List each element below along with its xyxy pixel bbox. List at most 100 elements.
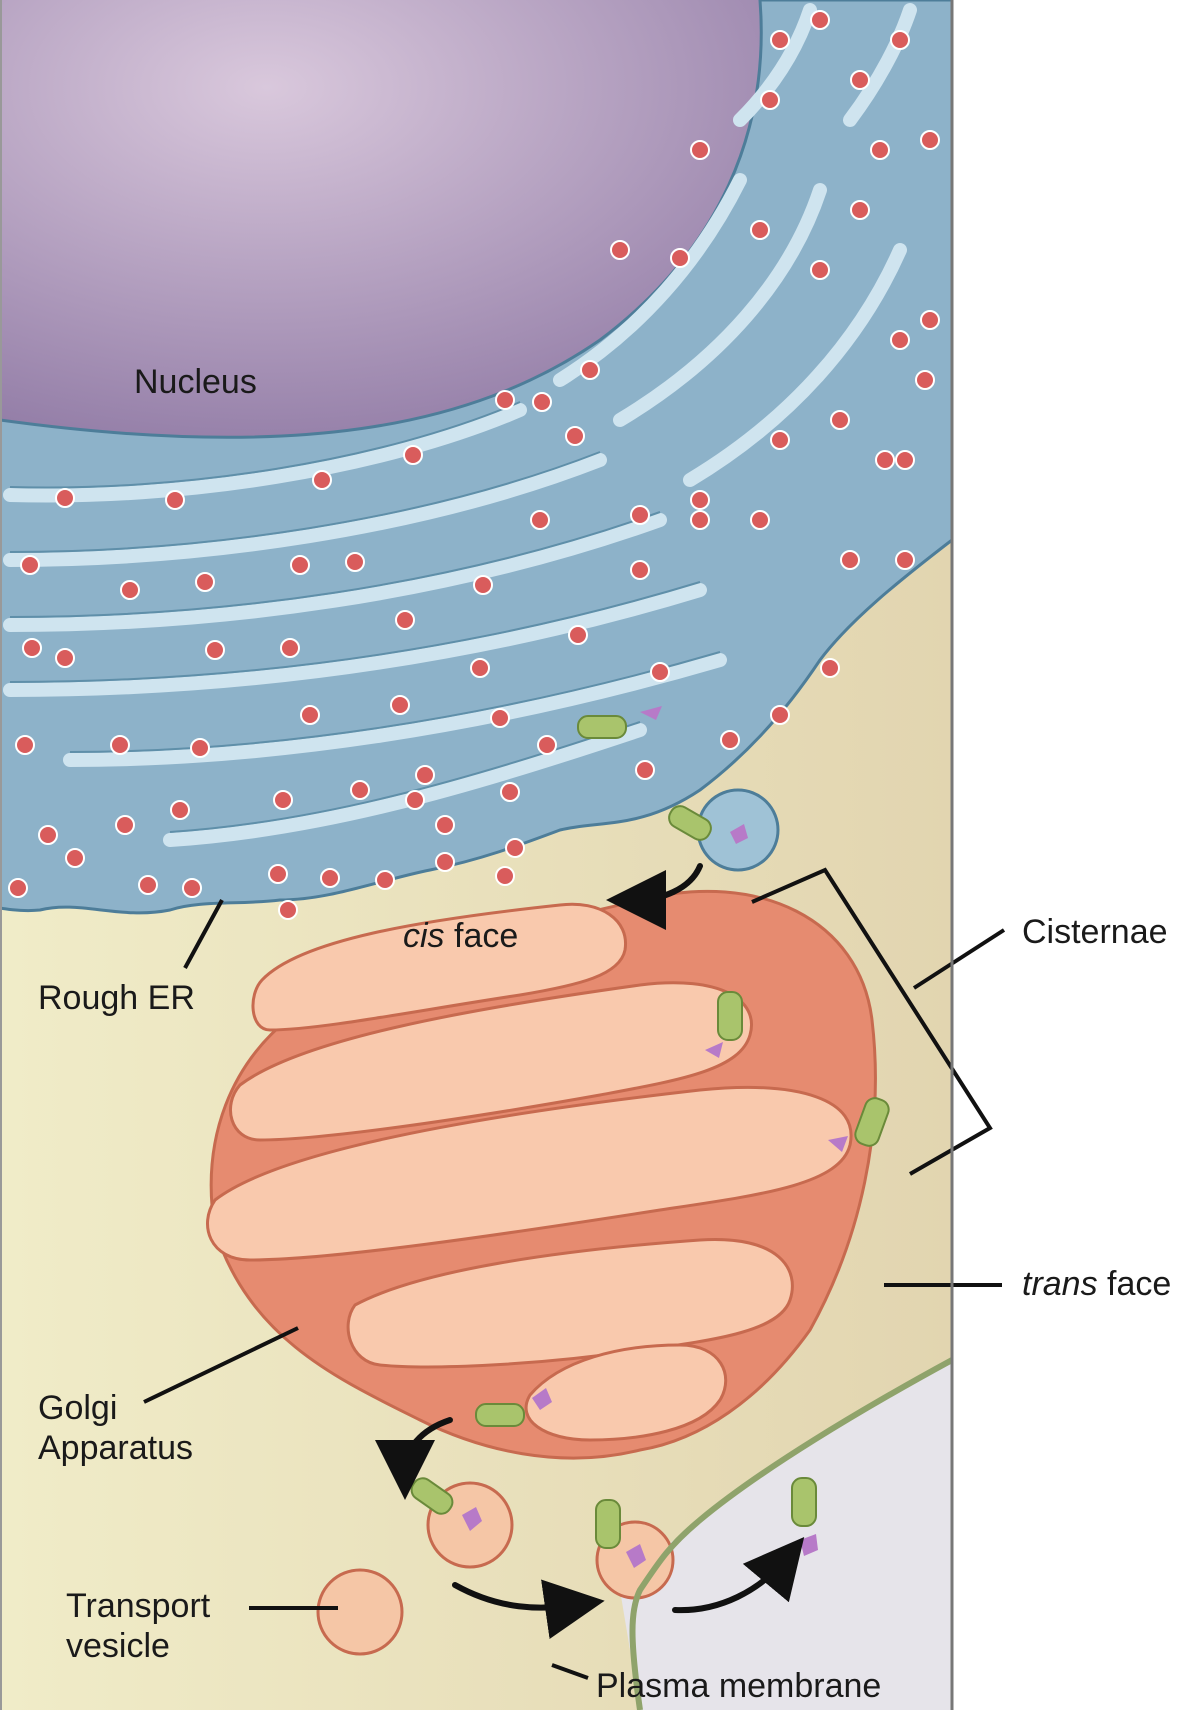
ribosome <box>890 30 910 50</box>
ribosome <box>495 390 515 410</box>
ribosome <box>610 240 630 260</box>
ribosome <box>760 90 780 110</box>
ribosome <box>415 765 435 785</box>
er-cisternae-outline <box>9 401 721 833</box>
cisternae-leader <box>912 928 1006 990</box>
ribosome <box>915 370 935 390</box>
protein <box>595 1499 621 1549</box>
ribosome <box>580 360 600 380</box>
ribosome <box>470 658 490 678</box>
cis-rest: face <box>444 917 519 955</box>
ribosome <box>840 550 860 570</box>
ribosome <box>120 580 140 600</box>
ribosome <box>565 426 585 446</box>
ribosome <box>205 640 225 660</box>
ribosome <box>345 552 365 572</box>
ribosome <box>190 738 210 758</box>
ribosome <box>568 625 588 645</box>
glycans <box>462 706 848 1568</box>
ribosome <box>182 878 202 898</box>
cisternae-bracket <box>751 867 993 1176</box>
ribosome <box>820 658 840 678</box>
ribosome <box>630 560 650 580</box>
protein <box>791 1477 817 1527</box>
protein <box>668 805 712 841</box>
transport-line1: Transport <box>66 1587 211 1625</box>
ribosome <box>268 864 288 884</box>
ribosome <box>138 875 158 895</box>
rough-er-leader <box>183 899 224 969</box>
ribosome <box>850 70 870 90</box>
ribosome <box>312 470 332 490</box>
ribosome <box>895 550 915 570</box>
ribosome <box>280 638 300 658</box>
trans-face-label: trans face <box>1022 1264 1171 1304</box>
ribosome <box>395 610 415 630</box>
leader-lines <box>143 867 1006 1680</box>
transport-line2: vesicle <box>66 1627 170 1666</box>
ribosome <box>830 410 850 430</box>
ribosome <box>810 260 830 280</box>
ribosome <box>537 735 557 755</box>
ribosome <box>720 730 740 750</box>
ribosome <box>750 220 770 240</box>
ribosome <box>770 705 790 725</box>
proteins <box>410 715 890 1549</box>
ribosome <box>635 760 655 780</box>
ribosome <box>278 900 298 920</box>
process-arrows <box>375 863 805 1639</box>
ribosome <box>530 510 550 530</box>
protein <box>577 715 627 739</box>
ribosome <box>650 662 670 682</box>
trans-rest: face <box>1097 1265 1172 1303</box>
ribosome <box>890 330 910 350</box>
plasma-membrane <box>629 1357 954 1711</box>
ribosome <box>870 140 890 160</box>
nucleus-label: Nucleus <box>134 363 257 401</box>
ribosome <box>115 815 135 835</box>
rough-er-label: Rough ER <box>38 979 195 1017</box>
ribosome <box>320 868 340 888</box>
ribosome <box>500 782 520 802</box>
ribosome <box>300 705 320 725</box>
protein <box>717 991 743 1041</box>
ribosome <box>403 445 423 465</box>
ribosome <box>65 848 85 868</box>
ribosome <box>20 555 40 575</box>
ribosome <box>630 505 650 525</box>
trans-italic: trans <box>1022 1265 1098 1303</box>
ribosome <box>473 575 493 595</box>
ribosome <box>505 838 525 858</box>
ribosome <box>8 878 28 898</box>
golgi-line2: Apparatus <box>38 1429 193 1468</box>
ribosome <box>850 200 870 220</box>
plasma-membrane-leader <box>551 1663 589 1680</box>
ribosome <box>22 638 42 658</box>
cis-face-label: cis face <box>403 916 518 956</box>
ribosome <box>920 310 940 330</box>
extracellular-space <box>620 1360 952 1710</box>
ribosome <box>810 10 830 30</box>
ribosome <box>770 30 790 50</box>
ribosome <box>405 790 425 810</box>
ribosome <box>165 490 185 510</box>
cisternae-label: Cisternae <box>1022 913 1168 951</box>
ribosome <box>920 130 940 150</box>
ribosome <box>490 708 510 728</box>
ribosome <box>290 555 310 575</box>
plasma-membrane-label: Plasma membrane <box>596 1667 882 1705</box>
ribosome <box>110 735 130 755</box>
protein <box>854 1097 890 1147</box>
ribosome <box>690 140 710 160</box>
ribosome <box>750 510 770 530</box>
transport-vesicle <box>316 1568 404 1656</box>
nucleus <box>0 0 762 438</box>
ribosome <box>495 866 515 886</box>
ribosome <box>375 870 395 890</box>
ribosome <box>273 790 293 810</box>
ribosome <box>670 248 690 268</box>
